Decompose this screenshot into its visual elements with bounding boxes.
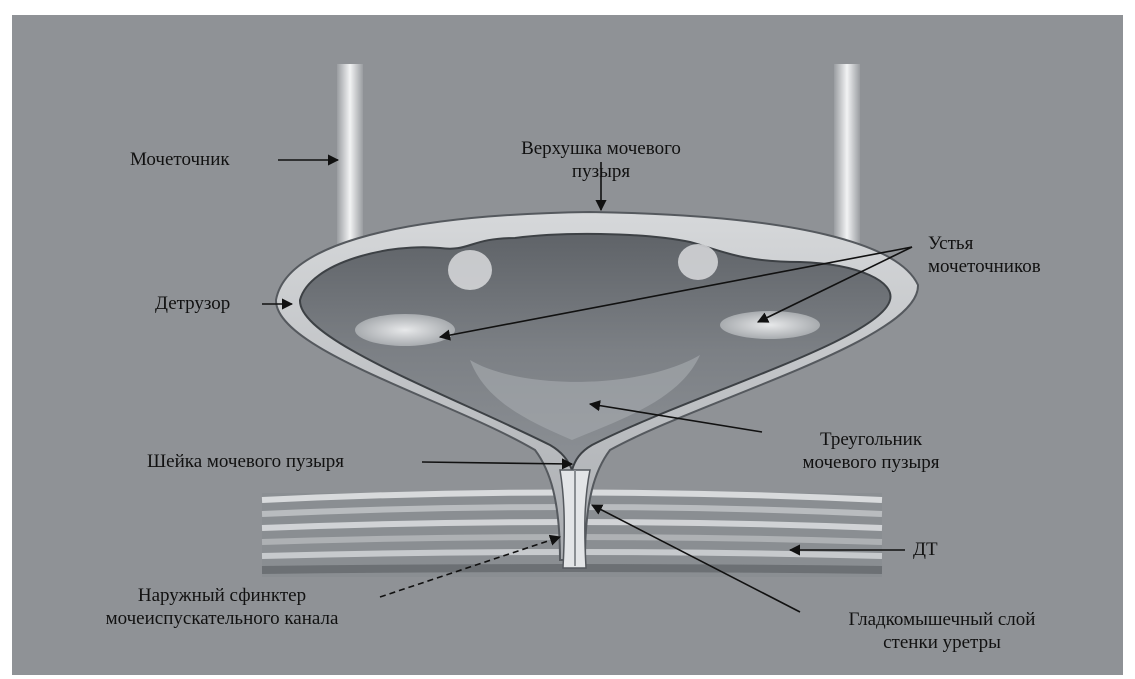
label-external-sphincter: Наружный сфинктер мочеиспускательного ка… bbox=[62, 584, 382, 630]
label-ureteral-orifices-line1: Устья bbox=[928, 232, 1041, 255]
label-dt: ДТ bbox=[913, 538, 938, 561]
label-trigone: Треугольник мочевого пузыря bbox=[766, 428, 976, 474]
label-ureter: Мочеточник bbox=[130, 148, 230, 171]
label-bladder-apex-line1: Верхушка мочевого bbox=[476, 137, 726, 160]
label-smooth-muscle-layer: Гладкомышечный слой стенки уретры bbox=[792, 608, 1092, 654]
urethra bbox=[560, 470, 590, 568]
label-smooth-muscle-layer-line2: стенки уретры bbox=[792, 631, 1092, 654]
label-ureteral-orifices-line2: мочеточников bbox=[928, 255, 1041, 278]
label-bladder-apex: Верхушка мочевого пузыря bbox=[476, 137, 726, 183]
label-trigone-line1: Треугольник bbox=[766, 428, 976, 451]
label-external-sphincter-line1: Наружный сфинктер bbox=[62, 584, 382, 607]
label-trigone-line2: мочевого пузыря bbox=[766, 451, 976, 474]
label-detrusor: Детрузор bbox=[155, 292, 230, 315]
label-ureteral-orifices: Устья мочеточников bbox=[928, 232, 1041, 278]
label-bladder-neck: Шейка мочевого пузыря bbox=[147, 450, 344, 473]
label-smooth-muscle-layer-line1: Гладкомышечный слой bbox=[792, 608, 1092, 631]
label-bladder-apex-line2: пузыря bbox=[476, 160, 726, 183]
label-external-sphincter-line2: мочеиспускательного канала bbox=[62, 607, 382, 630]
